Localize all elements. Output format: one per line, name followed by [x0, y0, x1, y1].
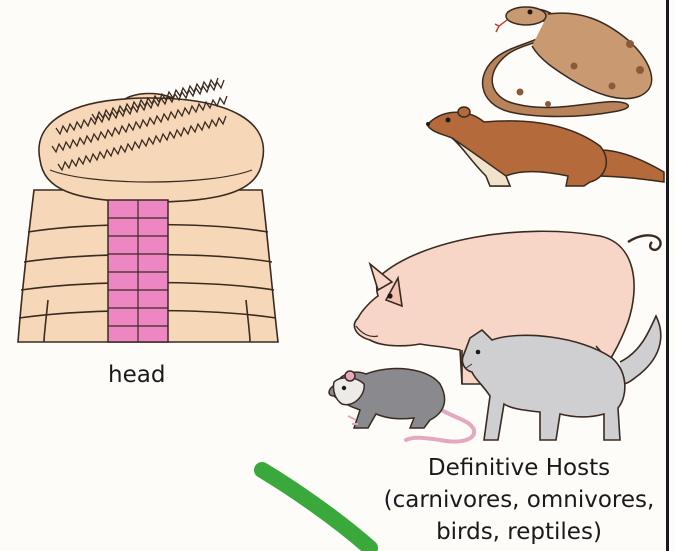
snake-icon: [483, 7, 652, 117]
head-label: head: [108, 364, 165, 387]
hosts-line-3: birds, reptiles): [373, 516, 665, 548]
tapeworm-scolex-icon: [18, 78, 278, 342]
green-arrow-icon: [262, 470, 370, 548]
weasel-icon: [426, 107, 664, 186]
definitive-hosts-caption: Definitive Hosts (carnivores, omnivores,…: [373, 452, 665, 548]
hosts-title: Definitive Hosts: [373, 452, 665, 484]
hosts-line-2: (carnivores, omnivores,: [373, 484, 665, 516]
frame-border: [666, 0, 669, 551]
opossum-icon: [329, 369, 474, 442]
